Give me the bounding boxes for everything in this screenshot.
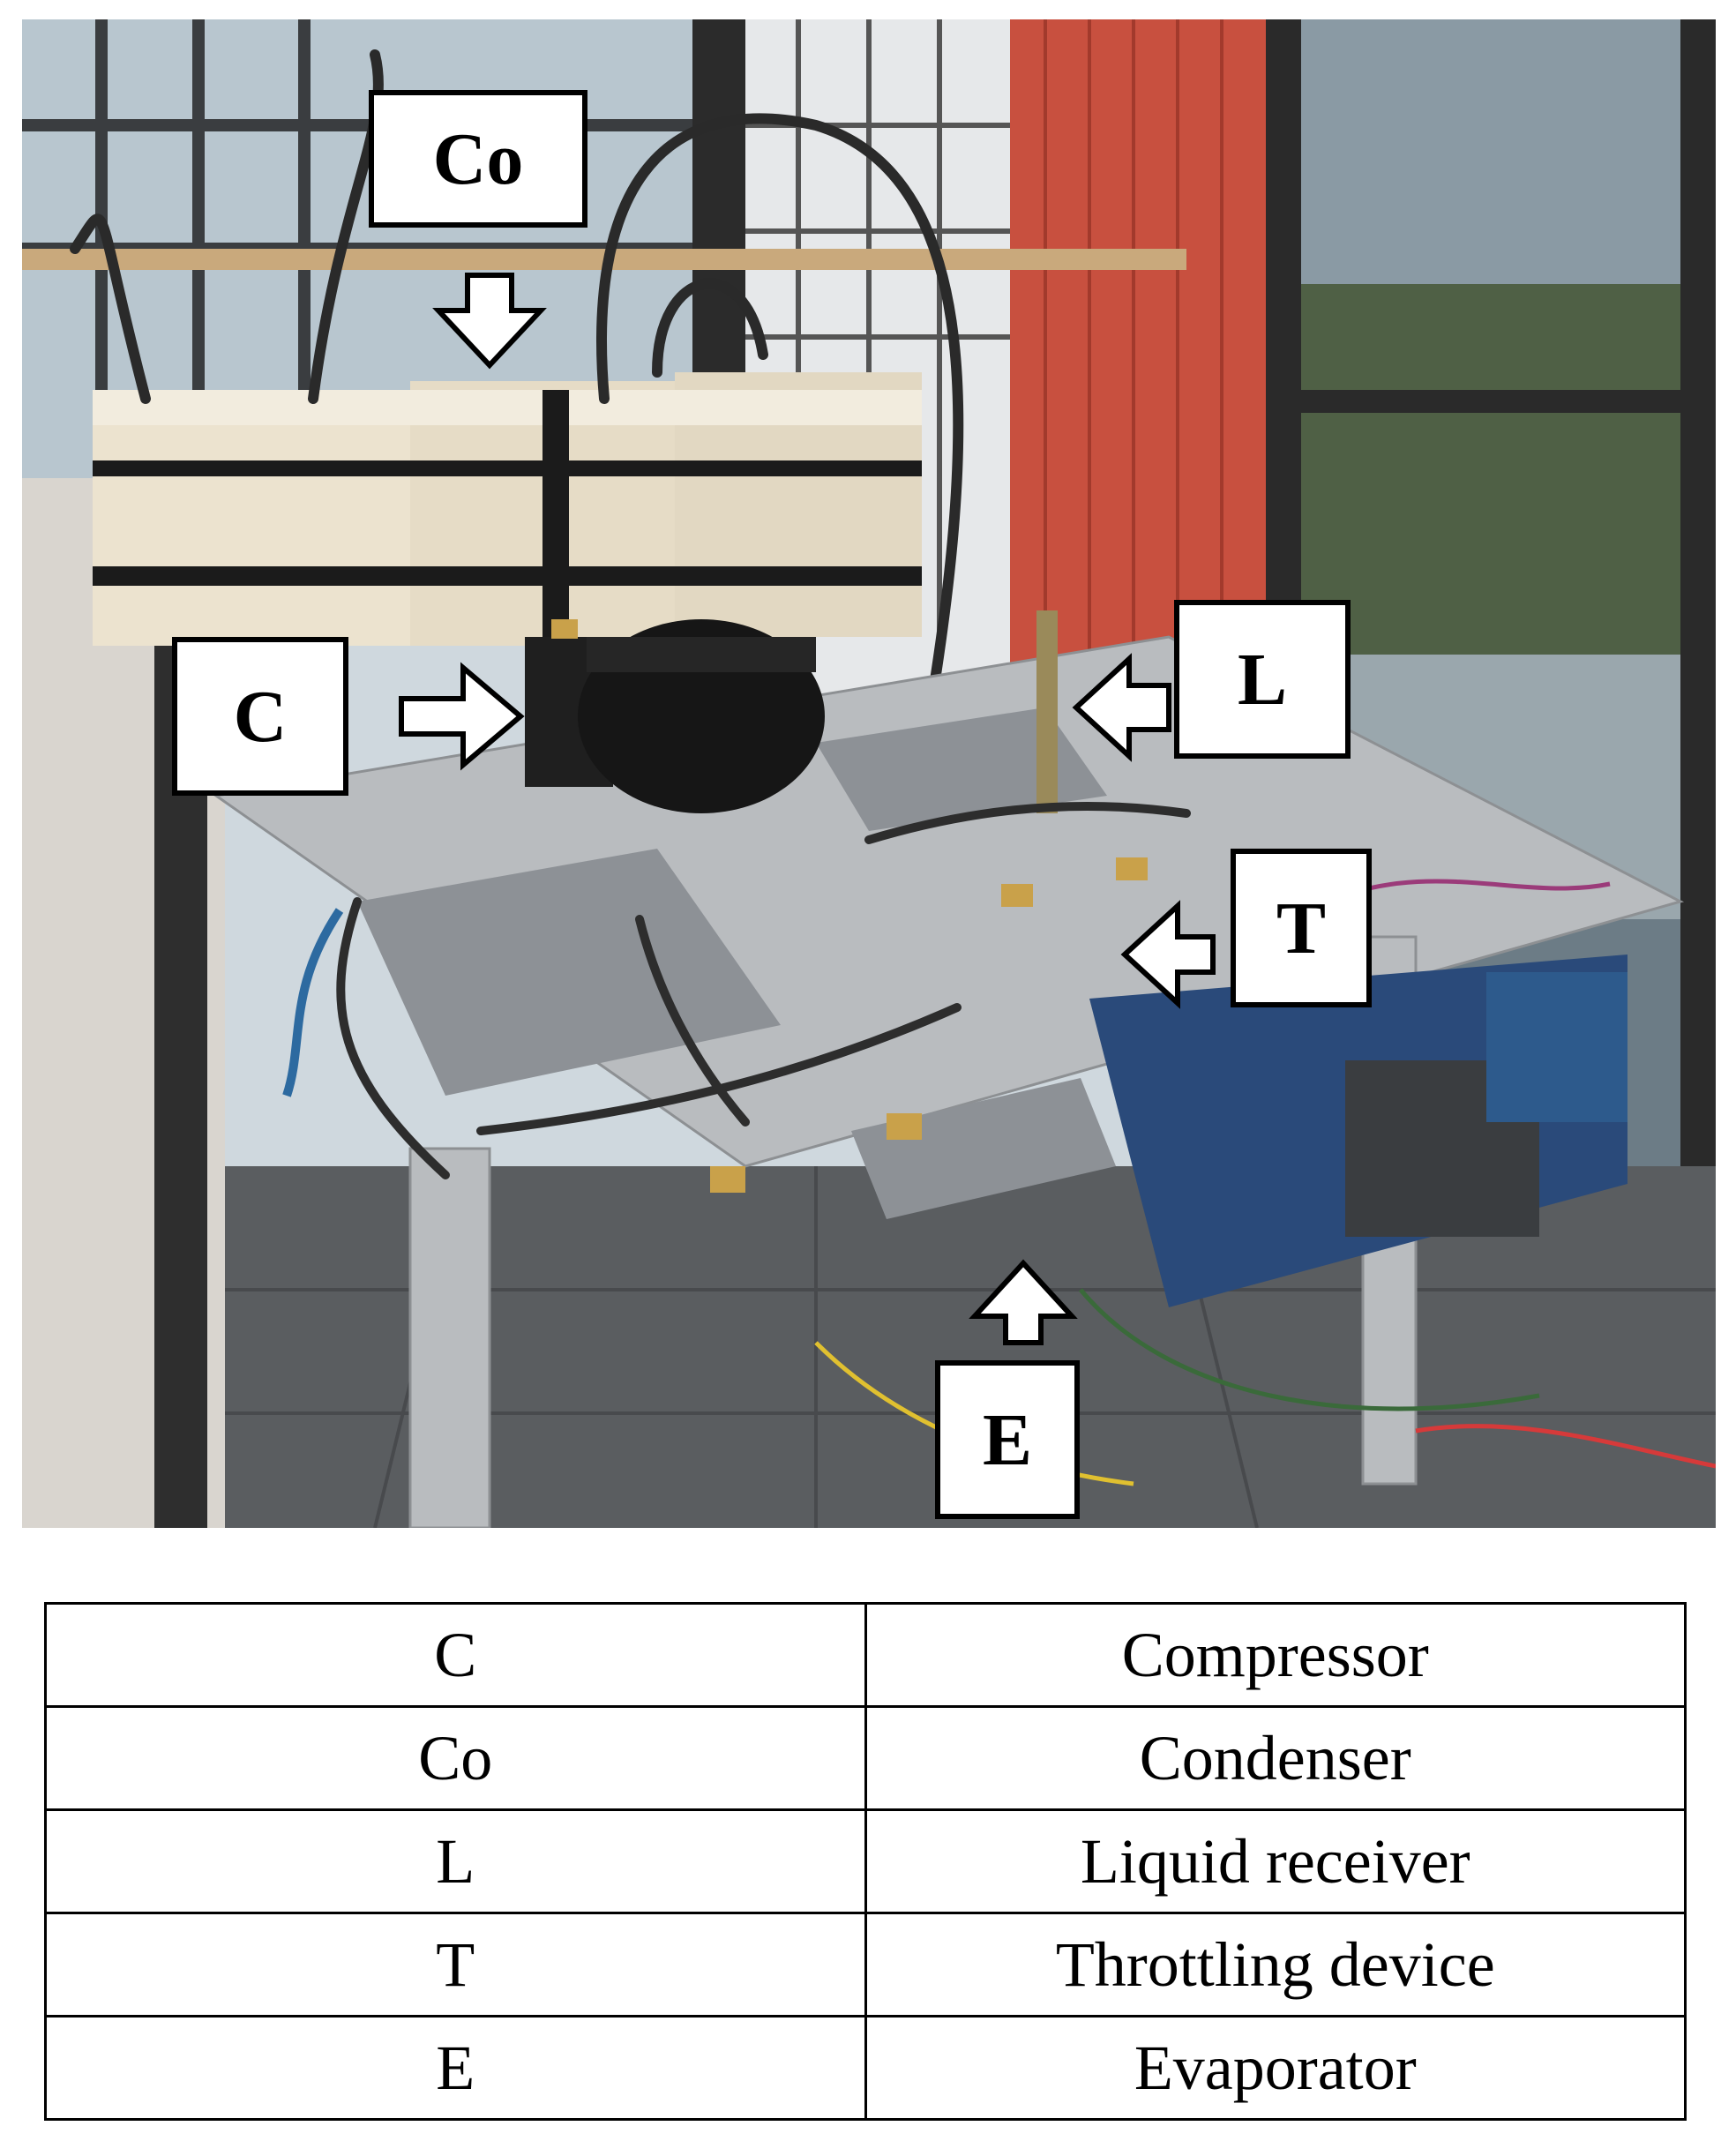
table-row: Co Condenser — [44, 1705, 1687, 1811]
legend-code: C — [44, 1602, 867, 1708]
legend-name: Liquid receiver — [864, 1808, 1687, 1914]
callout-liquid-receiver-label: L — [1237, 638, 1288, 721]
callout-evaporator-label: E — [982, 1398, 1033, 1481]
callout-throttling-device: T — [1231, 849, 1372, 1007]
component-legend-table: C Compressor Co Condenser L Liquid recei… — [44, 1602, 1687, 2121]
legend-code: L — [44, 1808, 867, 1914]
legend-name: Evaporator — [864, 2015, 1687, 2121]
arrow-to-liquid-receiver — [1072, 653, 1171, 762]
callout-evaporator: E — [935, 1360, 1080, 1519]
legend-code: T — [44, 1912, 867, 2018]
callout-compressor-label: C — [233, 675, 288, 758]
arrow-to-evaporator — [969, 1259, 1078, 1345]
condenser-boxes — [93, 372, 922, 646]
arrow-to-compressor — [399, 662, 525, 771]
legend-name: Compressor — [864, 1602, 1687, 1708]
legend-code: E — [44, 2015, 867, 2121]
legend-code: Co — [44, 1705, 867, 1811]
table-row: T Throttling device — [44, 1912, 1687, 2018]
liquid-receiver-unit — [1036, 610, 1058, 813]
table-row: E Evaporator — [44, 2015, 1687, 2121]
callout-compressor: C — [172, 637, 348, 796]
arrow-to-throttling-device — [1120, 900, 1216, 1009]
callout-condenser: Co — [369, 90, 587, 228]
arrow-to-condenser — [432, 273, 547, 370]
refrigeration-test-rig-photo: Co C L T E — [22, 19, 1716, 1528]
legend-name: Throttling device — [864, 1912, 1687, 2018]
table-row: C Compressor — [44, 1602, 1687, 1708]
callout-liquid-receiver: L — [1174, 600, 1351, 759]
callout-condenser-label: Co — [432, 117, 524, 200]
electrical-panel — [1089, 954, 1628, 1307]
legend-name: Condenser — [864, 1705, 1687, 1811]
callout-throttling-device-label: T — [1276, 887, 1327, 969]
table-row: L Liquid receiver — [44, 1808, 1687, 1914]
compressor-unit — [525, 619, 825, 813]
